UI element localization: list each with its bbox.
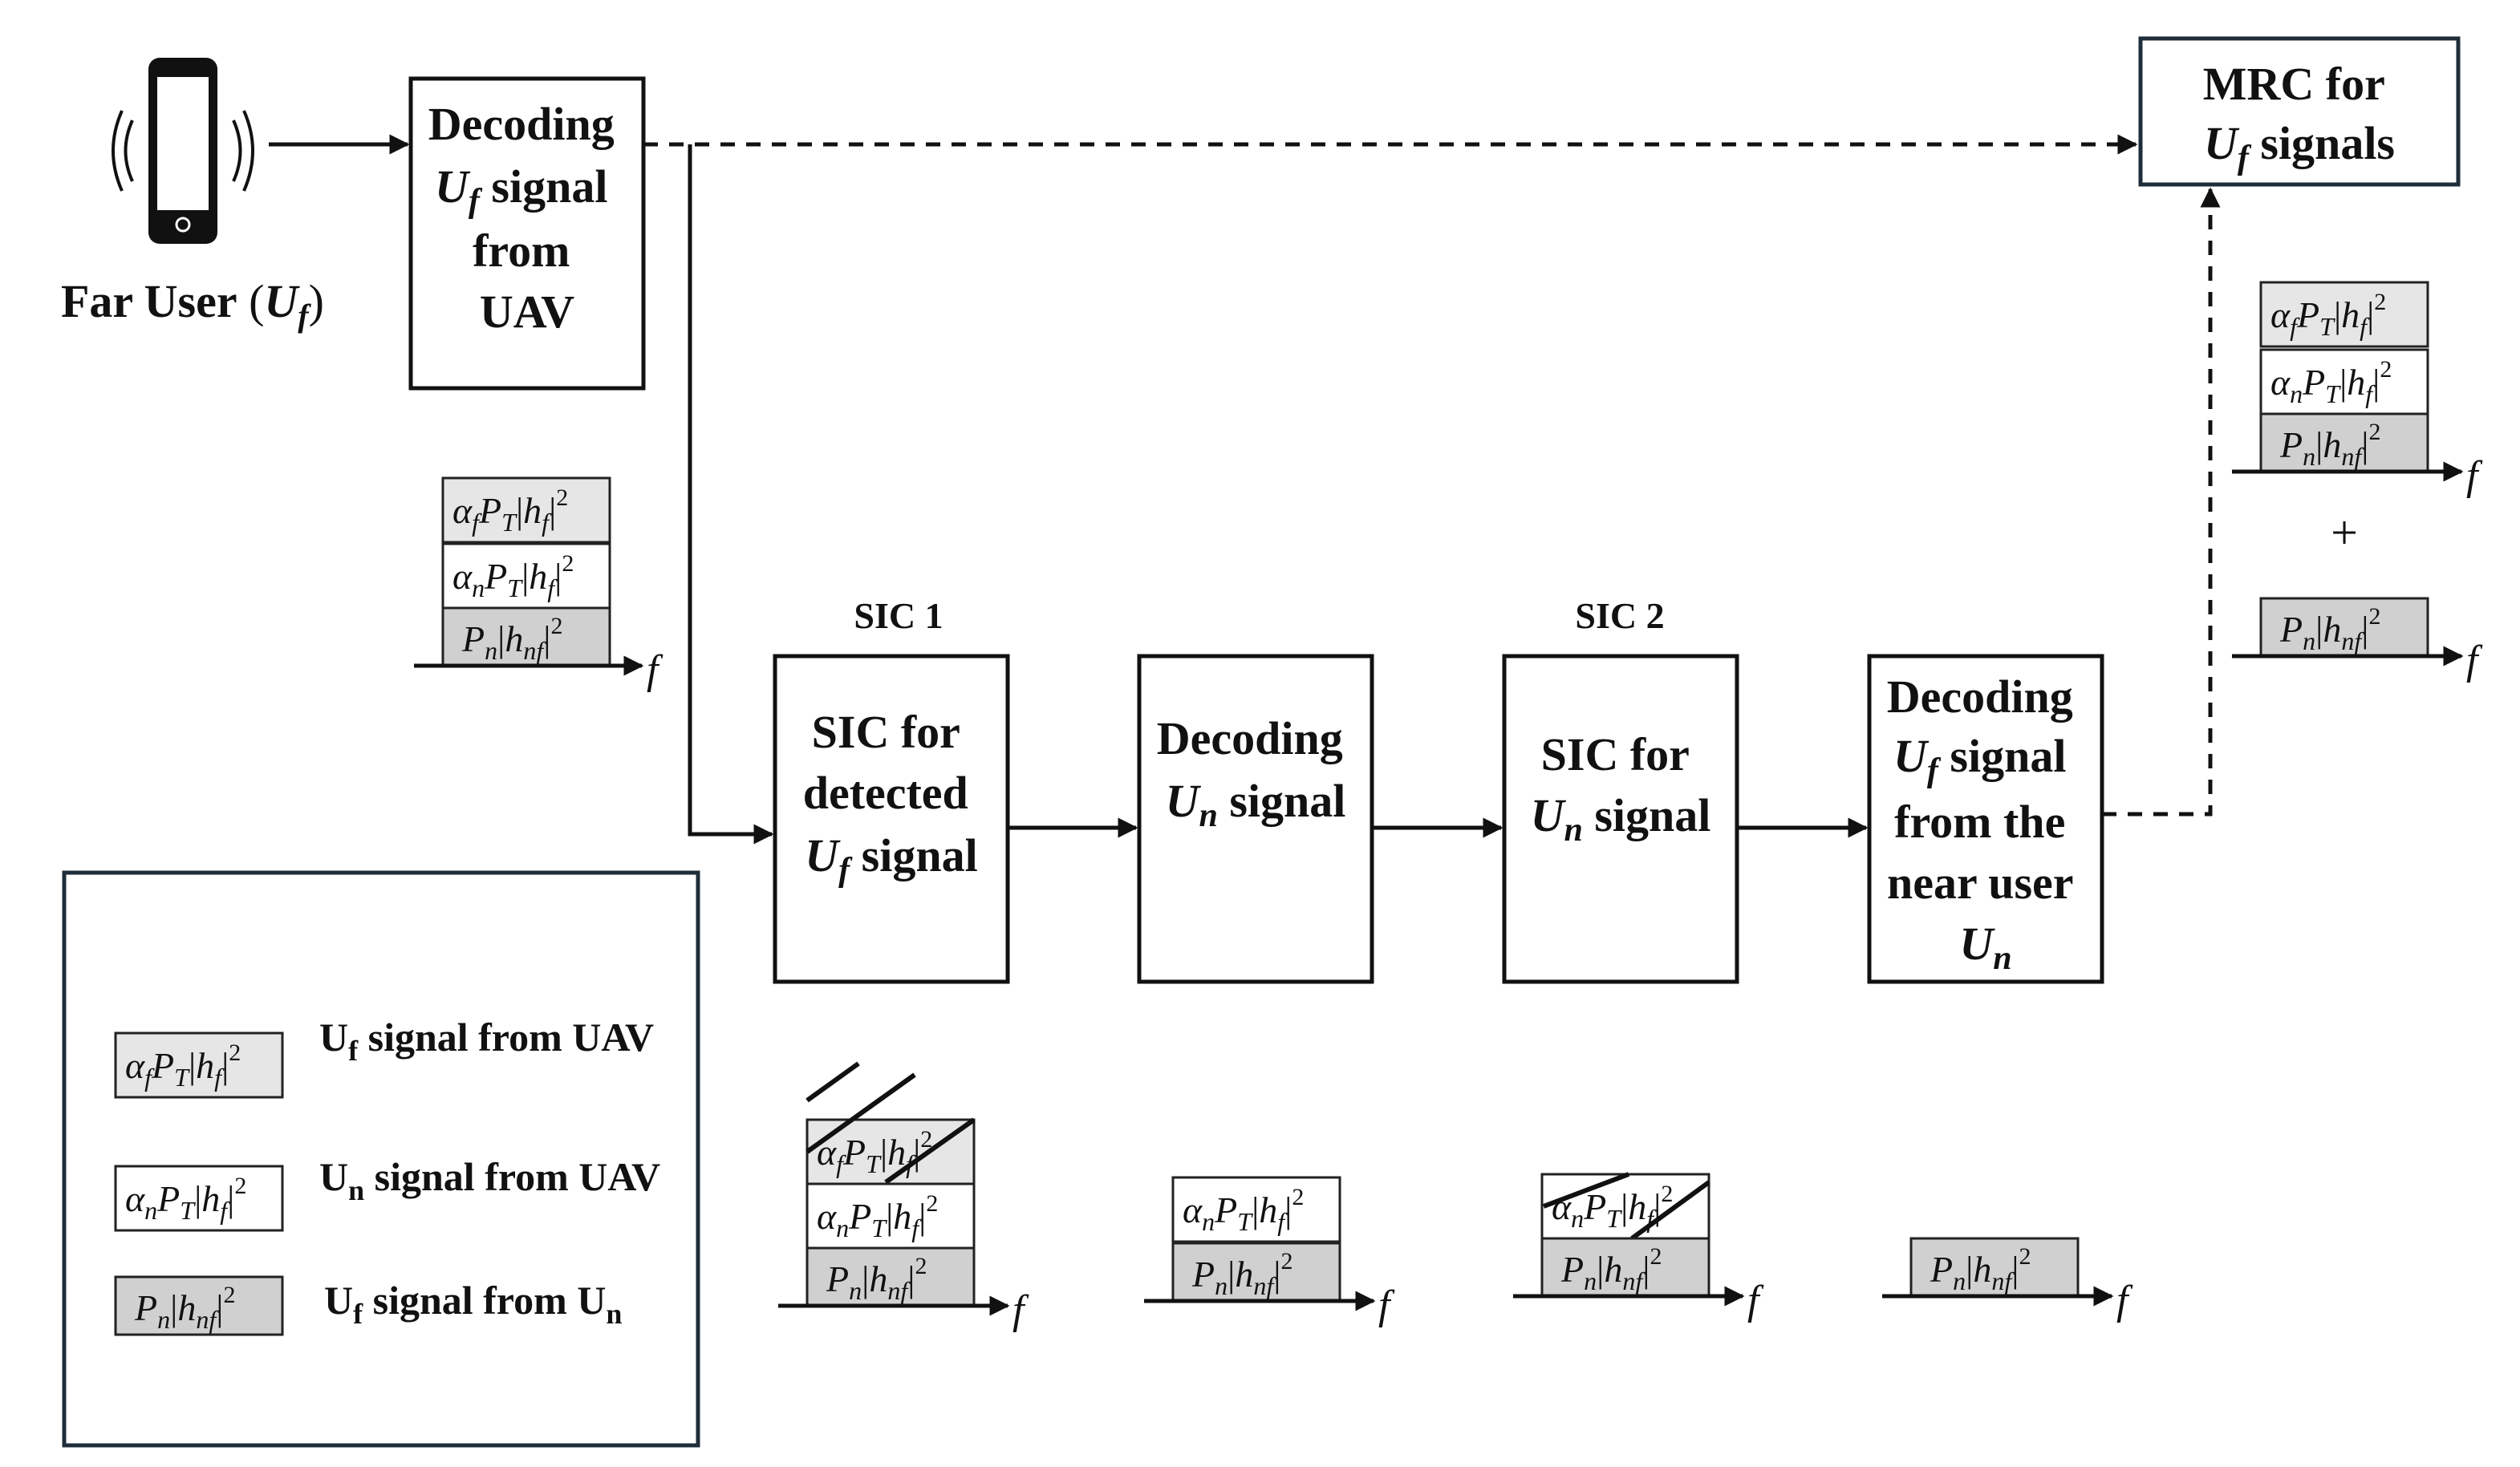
legend-item-uf-uav: Uf signal from UAV [114, 1015, 654, 1099]
svg-text:f: f [2466, 453, 2483, 499]
sic1-block: SIC for detected Uf signal [773, 654, 1010, 984]
sic2-title: SIC 2 [1575, 595, 1664, 636]
svg-text:SIC for detected U: SIC for detected Uf signal [803, 706, 980, 889]
plus-sign: + [2331, 506, 2358, 559]
spectrum-mrc-bottom: f [2232, 597, 2483, 683]
phone-icon [112, 58, 254, 244]
decode-un-block: Decoding Un signal [1137, 654, 1374, 984]
svg-text:f: f [1012, 1287, 1029, 1333]
mrc-block: MRC for Uf signals [2138, 36, 2461, 187]
legend-item-uf-un: Uf signal from Un [114, 1275, 622, 1336]
svg-text:Decoding Un signal: Decoding Un signal [1157, 712, 1355, 834]
spectrum-decode-uav: f [414, 476, 663, 693]
svg-text:Decoding Uf signal: Decoding Uf signal from the near user Un [1887, 671, 2085, 977]
legend-item-un-uav: Un signal from UAV [114, 1154, 660, 1232]
far-user-label: Far User (Uf) [61, 275, 324, 334]
svg-text:Uf signal from UAV: Uf signal from UAV [319, 1015, 654, 1067]
svg-text:Un signal from UAV: Un signal from UAV [319, 1154, 660, 1206]
decode-uav-block: Decoding Uf signal from UAV [408, 76, 646, 391]
svg-text:f: f [2466, 638, 2483, 683]
svg-text:Uf signal from Un: Uf signal from Un [324, 1278, 622, 1330]
decode-near-block: Decoding Uf signal from the near user Un [1867, 654, 2104, 984]
sic2-block: SIC for Un signal [1502, 654, 1739, 984]
spectrum-sic2: f [1513, 1172, 1764, 1323]
arrow-decode-near-to-mrc [2102, 187, 2221, 817]
spectrum-mrc-top: f [2232, 281, 2483, 499]
svg-text:f: f [1747, 1278, 1764, 1323]
svg-text:f: f [647, 647, 663, 693]
sic1-title: SIC 1 [854, 595, 943, 636]
svg-text:MRC for Uf signals: MRC for Uf signals [2203, 58, 2396, 176]
arrow-decode-to-sic1 [688, 144, 774, 845]
connectors [269, 134, 2221, 845]
legend: Uf signal from UAV Un signal from UAV Uf… [62, 870, 700, 1448]
svg-text:f: f [1378, 1283, 1395, 1328]
spectrum-sic1: f [778, 1061, 1029, 1333]
svg-text:SIC for Un signal: SIC for Un signal [1531, 728, 1711, 849]
svg-text:Decoding Uf signal: Decoding Uf signal from UAV [428, 98, 627, 338]
svg-text:f: f [2116, 1278, 2133, 1323]
spectrum-decode-un: f [1144, 1176, 1395, 1328]
spectrum-decode-near: f [1882, 1237, 2133, 1323]
